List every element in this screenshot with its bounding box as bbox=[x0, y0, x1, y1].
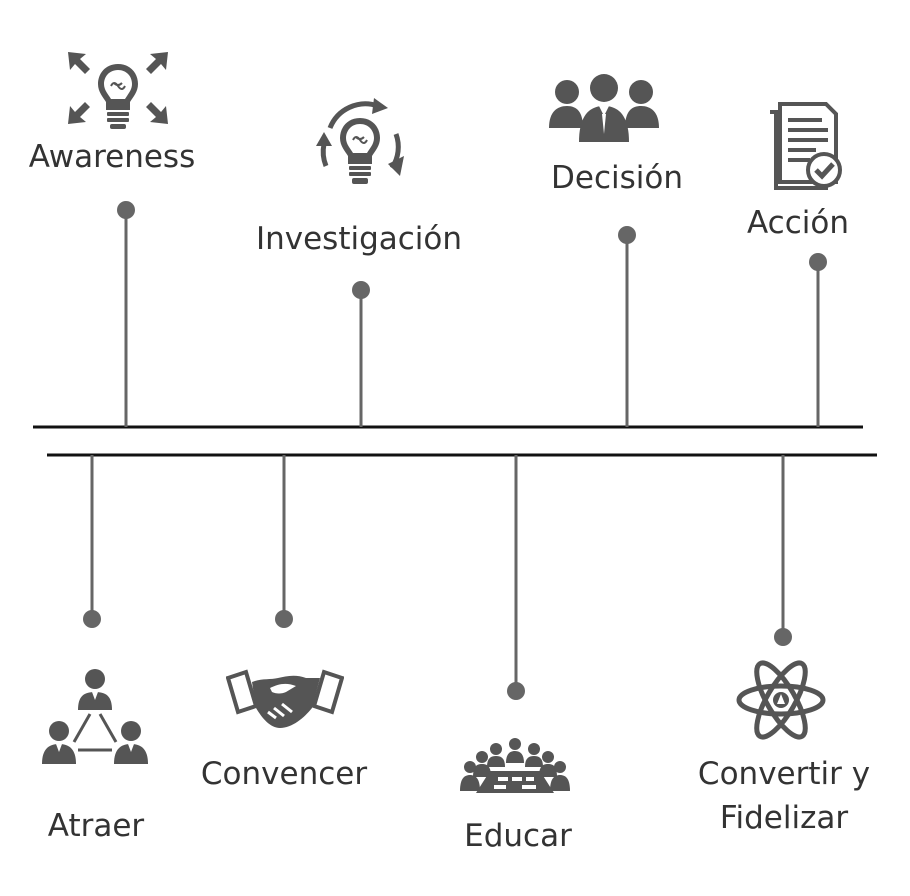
dot-educar bbox=[507, 682, 525, 700]
stage-label-awareness: Awareness bbox=[28, 139, 196, 175]
business-team-icon bbox=[549, 74, 659, 142]
meeting-table-icon bbox=[460, 738, 570, 793]
dot-convencer bbox=[275, 610, 293, 628]
dot-awareness bbox=[117, 201, 135, 219]
handshake-icon bbox=[226, 669, 344, 728]
dot-convertir bbox=[774, 628, 792, 646]
dot-investigacion bbox=[352, 281, 370, 299]
stage-label-educar: Educar bbox=[464, 818, 572, 854]
stage-label-atraer: Atraer bbox=[47, 808, 145, 844]
people-network-icon bbox=[42, 669, 148, 764]
stage-label-decision: Decisión bbox=[551, 160, 683, 196]
dot-accion bbox=[809, 253, 827, 271]
document-check-icon bbox=[770, 102, 842, 190]
lightbulb-cycle-icon bbox=[316, 98, 404, 184]
atom-icon bbox=[736, 660, 826, 740]
stage-label-accion: Acción bbox=[747, 205, 849, 241]
stage-label-investigacion: Investigación bbox=[255, 221, 463, 257]
stage-label-convertir-line2: Fidelizar bbox=[719, 800, 849, 836]
lightbulb-arrows-icon bbox=[68, 52, 168, 129]
dot-decision bbox=[618, 226, 636, 244]
stage-label-convertir-line1: Convertir y bbox=[697, 756, 871, 792]
stage-label-convencer: Convencer bbox=[200, 756, 368, 792]
dot-atraer bbox=[83, 610, 101, 628]
